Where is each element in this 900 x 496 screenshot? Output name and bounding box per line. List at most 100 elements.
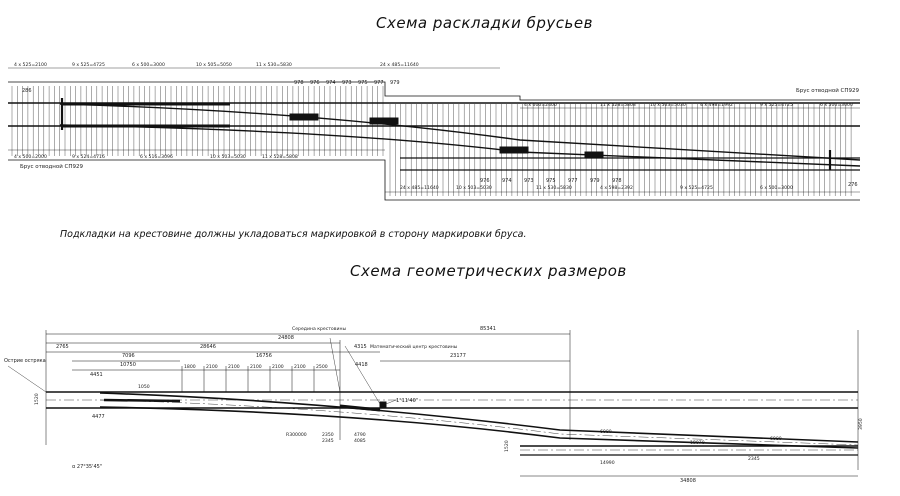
tie-group-label-bottom: 24 x 485=11640 — [400, 185, 439, 191]
layout-frame-top — [8, 81, 860, 101]
dim-4477: 4477 — [92, 414, 105, 420]
geometry-title: Схема геометрических размеров — [350, 262, 627, 280]
geometry-scheme — [7, 330, 859, 470]
leader-front-joint — [7, 365, 47, 393]
dim-10750: 10750 — [120, 362, 136, 368]
dim-34808: 34808 — [680, 478, 696, 484]
math-center-label: Математический центр крестовины — [370, 343, 458, 350]
tie-group-label-bottom: 6 x 516=3096 — [140, 154, 173, 160]
dim-1520-right: 1520 — [504, 440, 510, 452]
tie-group-label-bottom: 4 x 500=2000 — [14, 154, 47, 160]
plate-mark-bottom: 974 — [502, 178, 512, 184]
plate-mark-bottom: 976 — [480, 178, 490, 184]
dim-14990: 14990 — [600, 460, 615, 466]
callout-right-label: Брус отводной СП929 — [796, 87, 860, 94]
tie-group-label-top: 6 x 500=3000 — [132, 62, 165, 68]
tie-group-label-top: 4 x 525=2100 — [14, 62, 47, 68]
tie-spacing-label: 2100 — [294, 364, 306, 370]
tie-group-label-top: 11 x 528=5808 — [600, 102, 636, 108]
dim-4315: 4315 — [354, 344, 367, 350]
dim-1050: 1050 — [138, 384, 150, 390]
dim-85341: 85341 — [480, 326, 496, 332]
geometry-labels: Острие остряка Математический центр крес… — [4, 326, 864, 484]
tie-group-label-bottom: 10 x 503=5030 — [210, 154, 246, 160]
plate-mark-bottom: 979 — [590, 178, 600, 184]
dim-4790: 4790 — [354, 432, 366, 438]
end-dim-right: 276 — [848, 182, 858, 188]
dim-2765: 2765 — [56, 344, 69, 350]
tie-group-label-top: 10 x 505=5050 — [196, 62, 232, 68]
dim-6080-b: 6080 — [770, 436, 782, 442]
sleeper-layout-title: Схема раскладки брусьев — [376, 14, 593, 32]
end-dim-left: 286 — [22, 88, 32, 94]
tie-spacing-label: 1800 — [184, 364, 196, 370]
dim-16756: 16756 — [256, 353, 272, 359]
frog-block-lower — [369, 117, 399, 125]
dim-3950: 3950 — [858, 418, 864, 430]
tie-group-label-bottom: 11 x 530=5830 — [536, 185, 572, 191]
tie-group-label-top: 6 x 500=3000 — [820, 102, 853, 108]
tie-group-label-top: 9 x 525=4725 — [760, 102, 793, 108]
frog-block-right1 — [499, 146, 529, 154]
dim-r300000: R300000 — [286, 432, 307, 438]
layout-frame-bottom — [8, 159, 860, 201]
plate-mark-top: 973 — [342, 80, 352, 86]
tie-group-label-bottom: 9 x 524=4716 — [72, 154, 105, 160]
plate-mark-bottom: 973 — [524, 178, 534, 184]
tie-spacing-label: 2100 — [206, 364, 218, 370]
leader-frog-angle — [385, 399, 397, 405]
frog-block-upper — [289, 113, 319, 121]
tie-spacing-label: 2100 — [228, 364, 240, 370]
leader-sensor — [329, 337, 341, 393]
callout-left-label: Брус отводной СП929 — [20, 163, 84, 170]
math-center-marker — [379, 401, 387, 409]
tie-group-label-top: 9 x 525=4725 — [72, 62, 105, 68]
dim-28646: 28646 — [200, 344, 216, 350]
dim-2345-right: 2345 — [748, 456, 760, 462]
frog-block-right2 — [584, 151, 604, 159]
plate-mark-top: 975 — [358, 80, 368, 86]
tie-spacing-label: 2100 — [250, 364, 262, 370]
dim-2350: 2350 — [322, 432, 334, 438]
tie-group-label-bottom: 4 x 598=2392 — [600, 185, 633, 191]
plate-mark-bottom: 978 — [612, 178, 622, 184]
tie-group-label-top: 10 x 503=5030 — [650, 102, 686, 108]
front-joint-label: Острие остряка — [4, 358, 46, 364]
tie-group-label-top: 11 x 530=5830 — [256, 62, 292, 68]
tie-group-label-bottom: 6 x 500=3000 — [760, 185, 793, 191]
plate-mark-top: 974 — [326, 80, 336, 86]
tie-group-label-top: 4 x 498=1992 — [700, 102, 733, 108]
dim-4085: 4085 — [354, 438, 366, 444]
geom-diverging-rail-1 — [99, 392, 859, 443]
plate-mark-top: 976 — [310, 80, 320, 86]
dim-2345: 2345 — [322, 438, 334, 444]
plate-mark-bottom: 975 — [546, 178, 556, 184]
plate-mark-top: 977 — [374, 80, 384, 86]
sleeper-layout-scheme — [8, 67, 861, 201]
frog-angle-label: 1°11'40" — [396, 398, 418, 404]
angle-bottom-label: α 27°35'45" — [72, 464, 102, 470]
plate-mark-top: 979 — [390, 80, 400, 86]
diverging-rail-1 — [59, 103, 861, 161]
sleeper-ties — [11, 86, 852, 196]
tie-group-label-bottom: 9 x 525=4725 — [680, 185, 713, 191]
dim-1520: 1520 — [34, 393, 40, 405]
tie-spacing-label: 2100 — [272, 364, 284, 370]
tie-group-label-bottom: 11 x 528=5808 — [262, 154, 298, 160]
tie-group-label-bottom: 10 x 503=5030 — [456, 185, 492, 191]
frog-thick — [339, 404, 381, 412]
dim-6080: 6080 — [600, 429, 612, 435]
dim-24808: 24808 — [278, 335, 294, 341]
layout-labels: Брус отводной СП929 Брус отводной СП929 … — [14, 62, 860, 191]
tie-spacing-label: 2500 — [316, 364, 328, 370]
plate-mark-bottom: 977 — [568, 178, 578, 184]
plates-note: Подкладки на крестовине должны укладоват… — [60, 229, 527, 240]
tie-group-label-top: 4 x 600=2400 — [524, 102, 557, 108]
dim-4418: 4418 — [355, 362, 368, 368]
geom-diverging-rail-2 — [99, 406, 859, 449]
dim-4451: 4451 — [90, 372, 103, 378]
tie-group-label-top: 24 x 485=11640 — [380, 62, 419, 68]
geom-diverging-centerline — [99, 399, 859, 446]
plate-mark-top: 978 — [294, 80, 304, 86]
